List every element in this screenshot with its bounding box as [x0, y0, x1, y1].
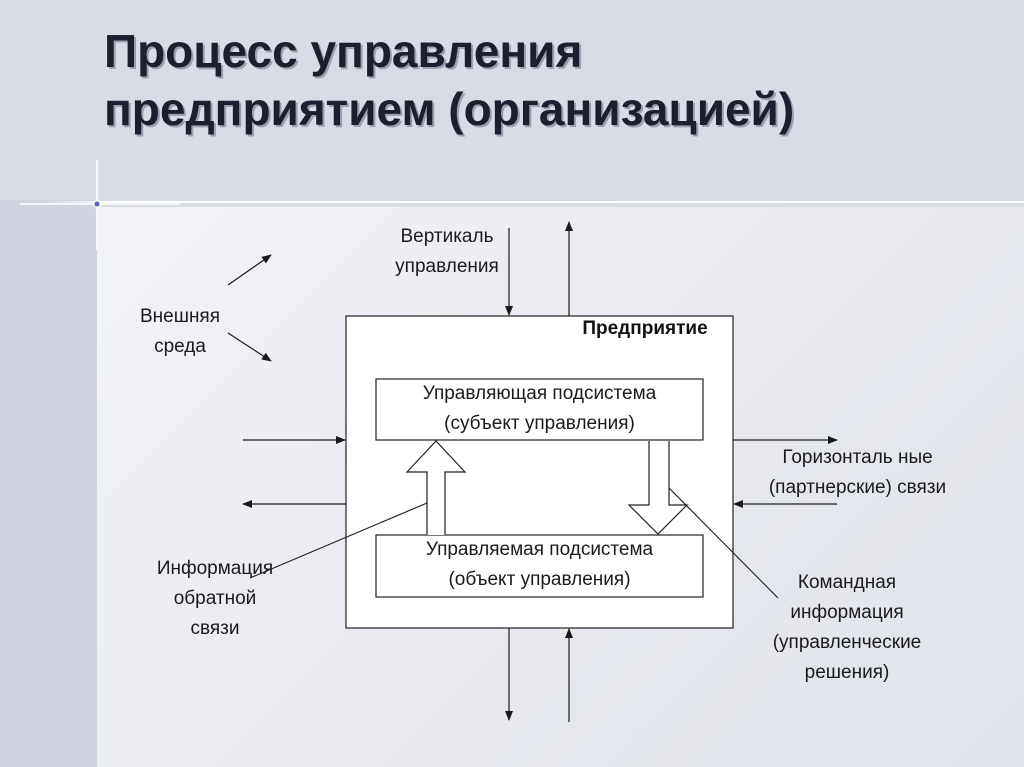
vertical-control-label: Вертикаль управления [372, 222, 522, 282]
horizontal-links-line-2: (партнерские) связи [768, 477, 947, 498]
command-leader-line [668, 487, 779, 599]
header-band [0, 0, 1024, 200]
vertical-control-line-2: управления [395, 256, 499, 277]
sparkle-decoration [20, 160, 180, 250]
managing-subsystem-line-1: Управляющая подсистема [422, 383, 657, 404]
external-environment-line-2: среда [154, 336, 206, 357]
external-env-arrow-up [227, 254, 272, 286]
feedback-information-line-2: обратной [173, 588, 257, 609]
managing-subsystem-label: Управляющая подсистема (субъект управлен… [376, 379, 703, 439]
title-divider [40, 201, 1024, 203]
horizontal-links-label: Горизонталь ные (партнерские) связи [745, 443, 970, 503]
command-information-line-2: информация [790, 602, 904, 623]
slide-title-line-1: Процесс управления [104, 25, 583, 77]
managing-subsystem-line-2: (субъект управления) [444, 413, 635, 434]
managed-subsystem-line-2: (объект управления) [448, 569, 631, 590]
managed-subsystem-box [375, 534, 704, 598]
feedback-information-line-3: связи [190, 618, 240, 639]
slide-title-line-2: предприятием (организацией) [104, 83, 795, 135]
enterprise-label: Предприятие [582, 318, 708, 339]
external-environment-line-1: Внешняя [139, 306, 221, 327]
managed-subsystem-label: Управляемая подсистема (объект управлени… [376, 535, 703, 595]
horizontal-links-line-1: Горизонталь ные [782, 447, 933, 468]
command-information-line-3: (управленческие [772, 632, 922, 653]
command-information-line-4: решения) [804, 662, 890, 683]
external-environment-label: Внешняя среда [110, 302, 250, 362]
feedback-hollow-arrow [405, 440, 467, 535]
feedback-information-line-1: Информация [156, 558, 274, 579]
managed-subsystem-line-1: Управляемая подсистема [425, 539, 654, 560]
external-env-arrow-down [227, 332, 272, 362]
feedback-leader-line [249, 502, 428, 579]
command-hollow-arrow [627, 441, 689, 535]
command-information-label: Командная информация (управленческие реш… [747, 568, 947, 688]
command-information-line-1: Командная [797, 572, 897, 593]
feedback-information-label: Информация обратной связи [115, 554, 315, 644]
vertical-control-line-1: Вертикаль [400, 226, 494, 247]
managing-subsystem-box [375, 378, 704, 441]
slide-title: Процесс управления предприятием (организ… [104, 22, 1004, 138]
